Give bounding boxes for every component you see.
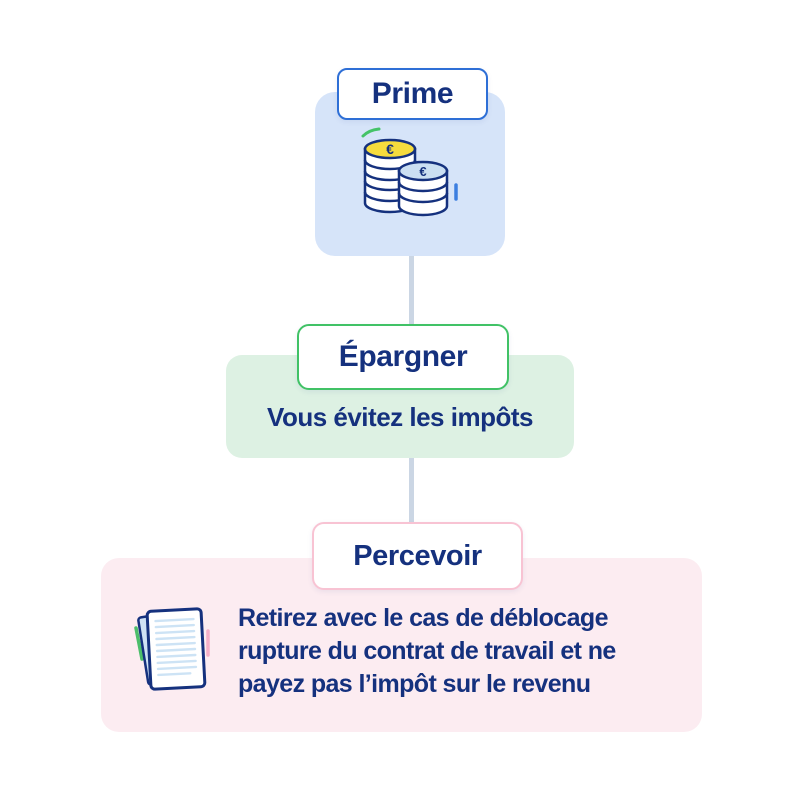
description-line-1: Retirez avec le cas de déblocage: [238, 604, 608, 632]
svg-text:€: €: [419, 164, 426, 179]
description-line-2: rupture du contrat de travail et ne: [238, 637, 616, 665]
percevoir-label-text: Percevoir: [353, 539, 482, 572]
step-label-epargner: Épargner: [297, 324, 509, 390]
coins-icon: € €: [361, 127, 458, 217]
step-label-prime: Prime: [337, 68, 488, 120]
epargner-description: Vous évitez les impôts: [267, 402, 533, 432]
prime-label-text: Prime: [371, 77, 454, 110]
step-label-percevoir: Percevoir: [312, 522, 523, 590]
documents-icon: [134, 607, 210, 691]
epargner-label-text: Épargner: [338, 340, 468, 373]
connector-prime-epargner: [409, 250, 414, 330]
svg-text:€: €: [386, 141, 394, 157]
percevoir-description: Retirez avec le cas de déblocage rupture…: [238, 602, 688, 701]
description-line-3: payez pas l’impôt sur le revenu: [238, 670, 591, 698]
connector-epargner-percevoir: [409, 452, 414, 530]
